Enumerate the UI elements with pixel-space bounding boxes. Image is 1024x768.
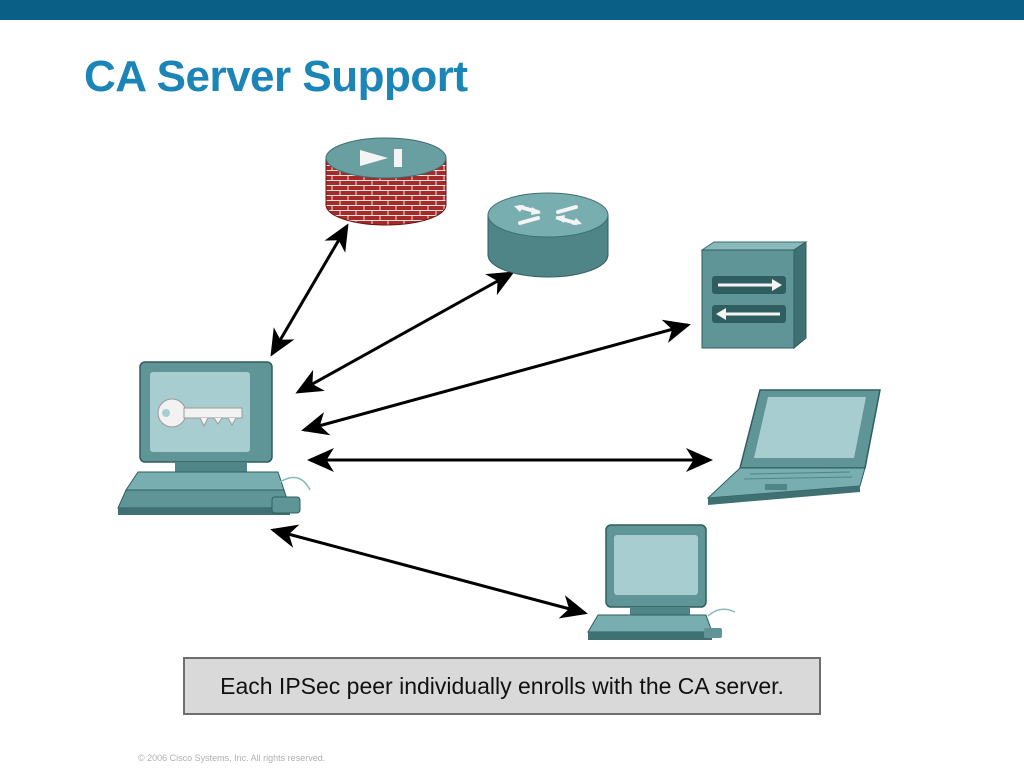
firewall-icon — [325, 137, 447, 226]
arrow-to-firewall — [270, 223, 349, 357]
arrow-to-pc-client — [270, 524, 588, 619]
slide-title: CA Server Support — [84, 52, 468, 101]
vpn-concentrator-icon — [700, 241, 808, 350]
laptop-icon — [706, 389, 881, 505]
pc-client-icon — [587, 524, 736, 640]
router-icon — [487, 192, 609, 278]
ca-server-workstation-icon — [117, 361, 311, 515]
key-icon — [157, 398, 243, 428]
enrollment-arrows — [270, 223, 713, 619]
arrow-to-vpn-concentrator — [301, 319, 691, 436]
caption-box: Each IPSec peer individually enrolls wit… — [183, 657, 821, 715]
top-banner — [0, 0, 1024, 20]
arrow-to-router — [295, 271, 515, 394]
caption-text: Each IPSec peer individually enrolls wit… — [220, 672, 784, 699]
copyright-footer: © 2006 Cisco Systems, Inc. All rights re… — [138, 753, 326, 763]
